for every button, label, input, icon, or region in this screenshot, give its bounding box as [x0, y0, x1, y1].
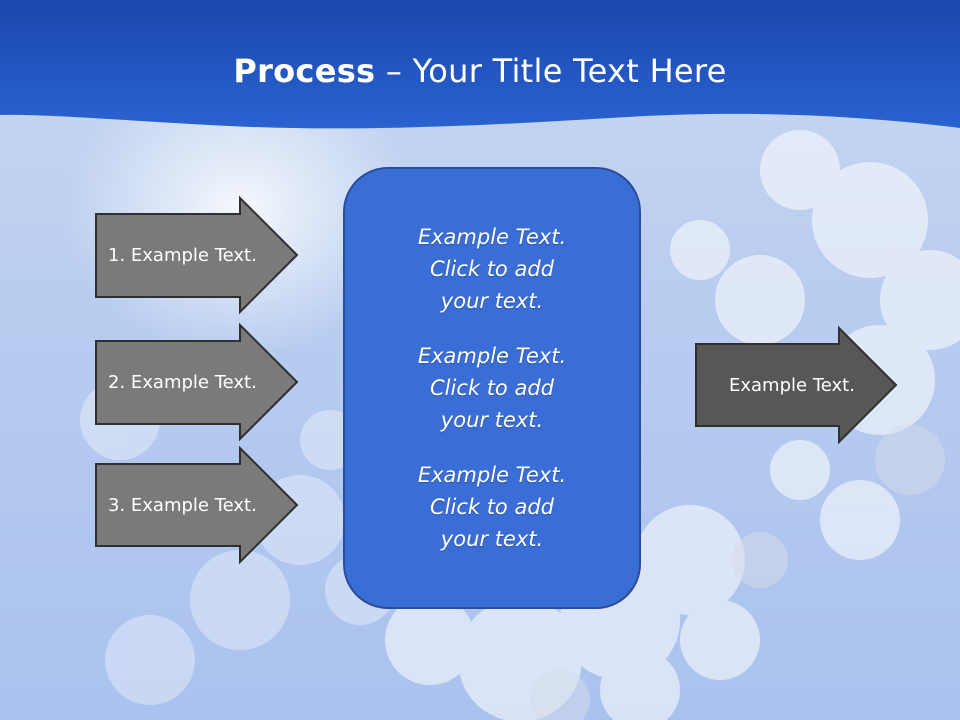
left-arrow-2-shape[interactable] [95, 322, 299, 442]
center-text-1: Example Text. Click to add your text. [417, 225, 567, 313]
right-arrow-shape[interactable] [695, 325, 898, 445]
left-arrow-3-label: 3. Example Text. [108, 494, 257, 516]
left-arrow-2-label: 2. Example Text. [108, 372, 257, 393]
center-box-shape [343, 167, 641, 609]
center-text-box[interactable]: Example Text. Click to add your text. Ex… [344, 168, 640, 608]
center-text-3: Example Text. Click to add your text. [417, 463, 567, 551]
right-arrow-label: Example Text. [729, 374, 855, 396]
center-text-2: Example Text. Click to add your text. [417, 344, 567, 432]
slide-title[interactable]: Process – Your Title Text Here [0, 52, 960, 90]
left-arrow-1-label: 1. Example Text. [108, 245, 257, 266]
title-bold: Process [233, 52, 376, 90]
header-band [0, 0, 960, 129]
title-rest: – Your Title Text Here [375, 52, 727, 90]
left-arrow-1-shape[interactable] [95, 195, 299, 315]
left-arrow-3-shape[interactable] [95, 445, 299, 565]
